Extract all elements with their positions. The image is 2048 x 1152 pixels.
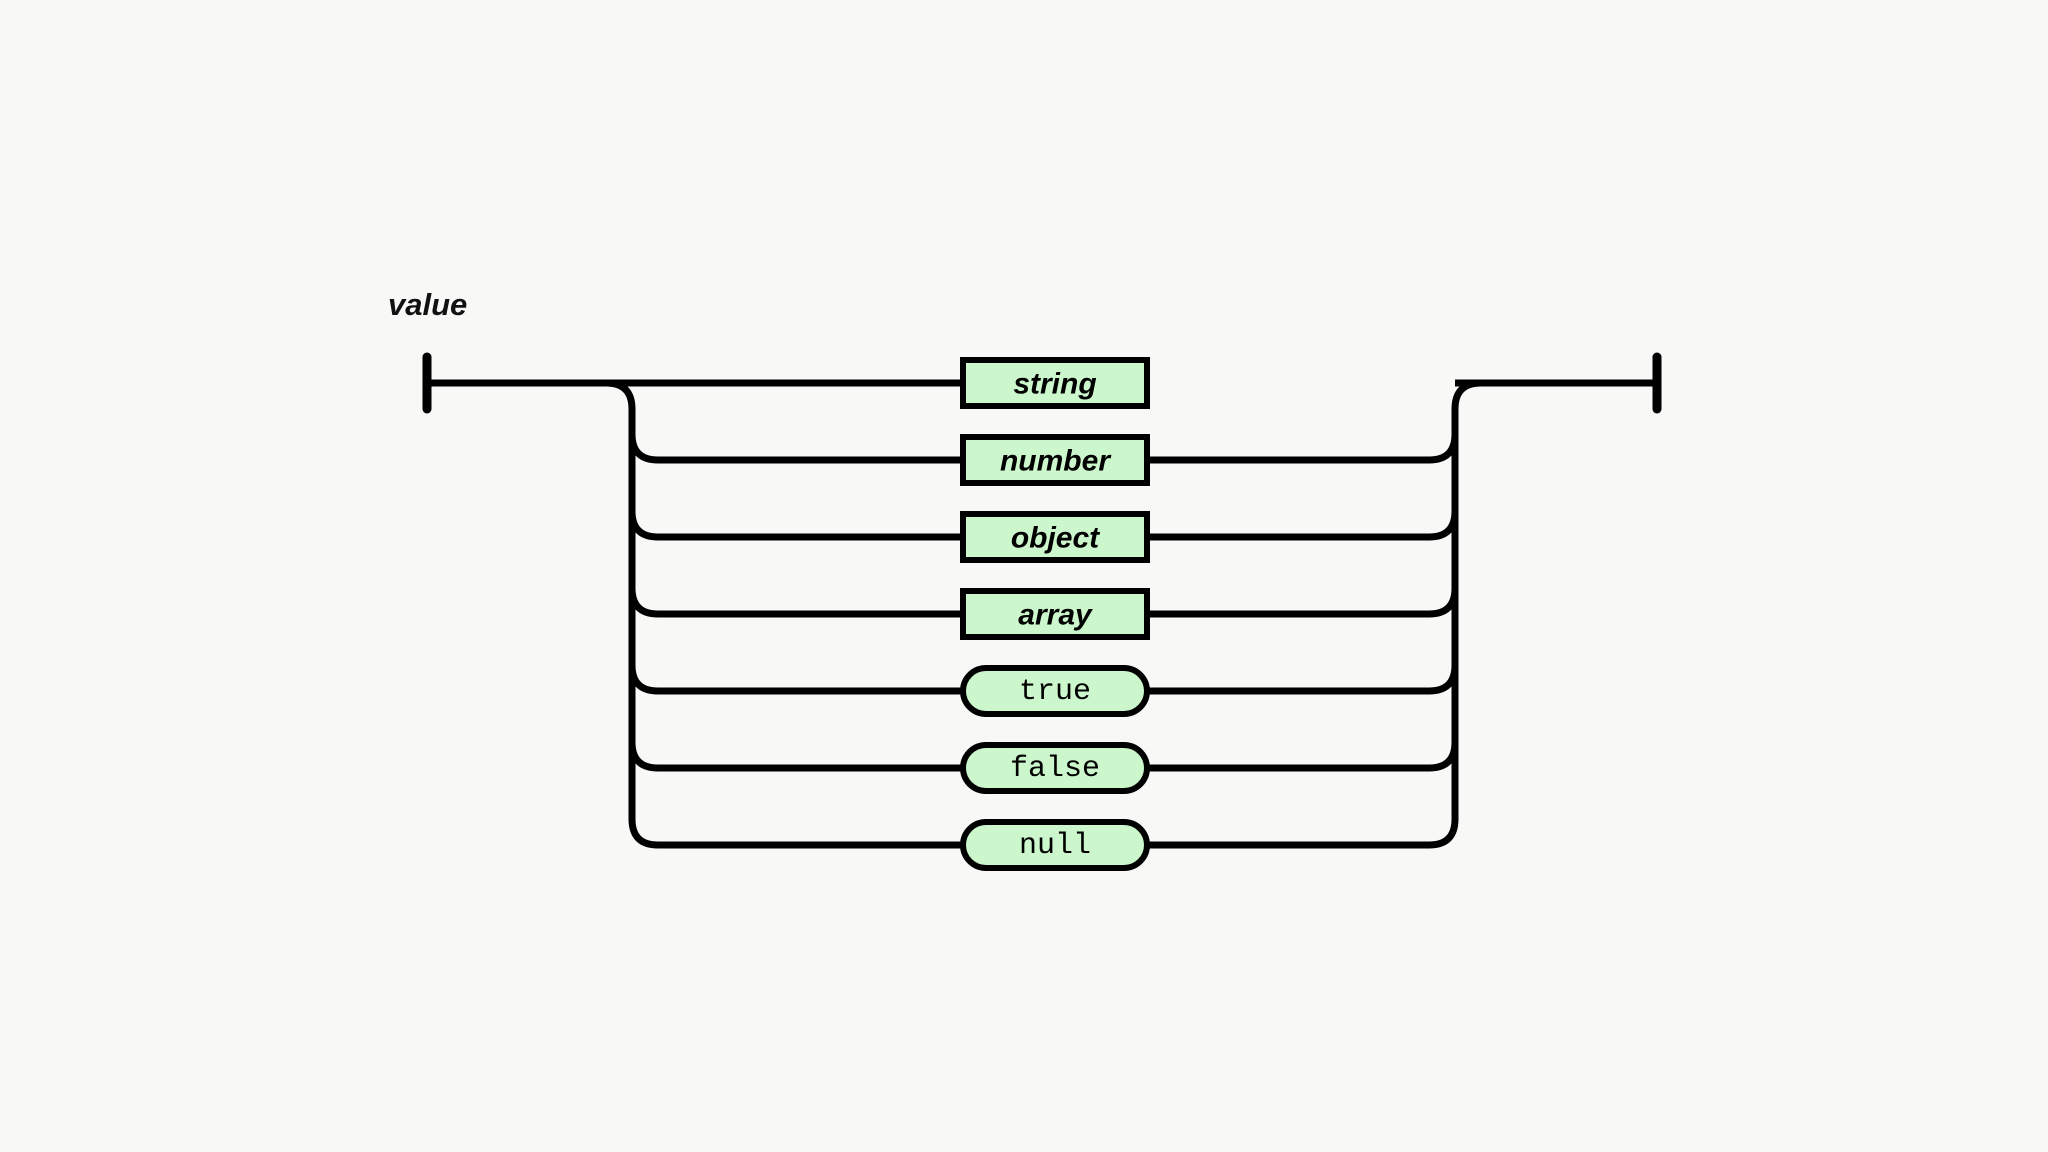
right-branch-object [1147,510,1459,541]
node-array-box[interactable] [960,588,1150,640]
node-object-label: object [1011,522,1101,555]
node-object-box[interactable] [960,511,1150,563]
node-string-box[interactable] [960,357,1150,409]
left-branch-object [628,510,963,541]
node-null[interactable]: null [960,819,1150,871]
node-array-label: array [1018,599,1093,632]
node-true-label: true [1019,675,1091,709]
node-number[interactable]: number [960,434,1150,486]
node-object[interactable]: object [960,511,1150,563]
left-branch-true [628,664,963,695]
right-branch-true [1147,664,1459,695]
node-false-box[interactable] [960,742,1150,794]
node-string-label: string [1013,368,1096,401]
node-array[interactable]: array [960,588,1150,640]
node-true-box[interactable] [960,665,1150,717]
node-null-label: null [1019,829,1091,863]
node-number-box[interactable] [960,434,1150,486]
node-true[interactable]: true [960,665,1150,717]
node-false-label: false [1010,752,1100,786]
node-null-box[interactable] [960,819,1150,871]
node-string[interactable]: string [960,357,1150,409]
left-branch-array [628,587,963,618]
right-branch-false [1147,741,1459,772]
left-spine [605,379,659,849]
right-branch-array [1147,587,1459,618]
diagram-title: value [388,287,467,322]
left-branch-number [628,433,963,464]
left-branch-false [628,741,963,772]
node-false[interactable]: false [960,742,1150,794]
right-branch-number [1147,433,1459,464]
node-number-label: number [1000,445,1112,478]
